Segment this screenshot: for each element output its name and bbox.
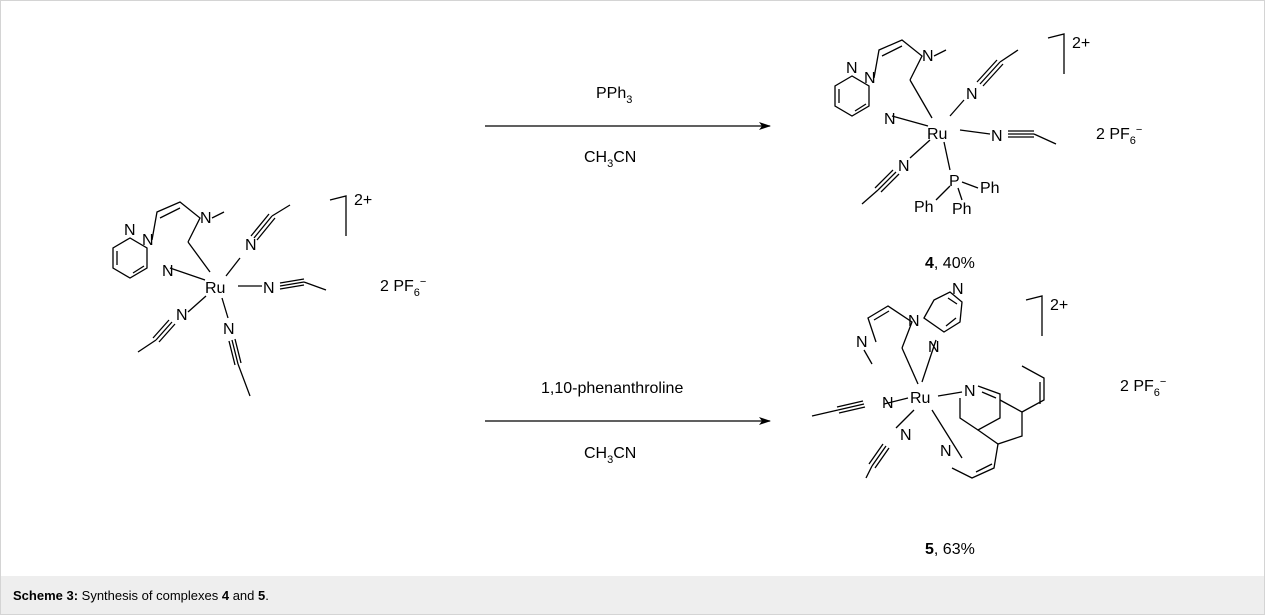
caption-compound-number: 4 (221, 588, 230, 603)
reaction-arrow-2: 1,10-phenanthroline CH3CN (485, 380, 771, 466)
atom-n: N (940, 443, 952, 460)
caption-text: Synthesis of complexes (78, 588, 222, 603)
atom-ph: Ph (952, 201, 972, 218)
atom-n: N (928, 339, 940, 356)
atom-n: N (908, 313, 920, 330)
counterion-label: 2 PF6− (1096, 124, 1142, 147)
product-5-label: 5, 63% (925, 541, 975, 558)
atom-n: N (900, 427, 912, 444)
counterion-label: 2 PF6− (1120, 376, 1166, 399)
atom-ph: Ph (980, 180, 1000, 197)
solvent-2: CH3CN (584, 445, 636, 466)
atom-n: N (223, 321, 235, 338)
atom-n: N (882, 395, 894, 412)
product-4-label: 4, 40% (925, 255, 975, 272)
counterion-label: 2 PF6− (380, 276, 426, 299)
atom-n: N (245, 237, 257, 254)
atom-n: N (176, 307, 188, 324)
atom-n: N (263, 280, 275, 297)
caption-text: . (265, 588, 269, 603)
reaction-scheme: N N N N Ru N N N N 2+ 2 PF6− PPh3 CH3CN … (112, 33, 1166, 558)
atom-ru: Ru (927, 126, 947, 143)
solvent-1: CH3CN (584, 149, 636, 170)
caption-text: and (229, 588, 258, 603)
reagent-1: PPh3 (596, 85, 632, 106)
atom-n: N (162, 263, 174, 280)
atom-n: N (124, 222, 136, 239)
caption-label: Scheme 3: (13, 588, 79, 603)
charge-label: 2+ (354, 192, 372, 209)
atom-n: N (856, 334, 868, 351)
atom-p: P (949, 173, 960, 190)
atom-ru: Ru (910, 390, 930, 407)
atom-n: N (966, 86, 978, 103)
starting-complex: N N N N Ru N N N N 2+ 2 PF6− (112, 192, 426, 397)
charge-label: 2+ (1050, 297, 1068, 314)
atom-ph: Ph (914, 199, 934, 216)
atom-n: N (864, 70, 876, 87)
product-5-structure: N N N N Ru N N N N 2+ 2 PF6− (811, 281, 1166, 479)
atom-n: N (884, 111, 896, 128)
caption-compound-number: 5 (258, 588, 266, 603)
atom-n: N (846, 60, 858, 77)
atom-n: N (200, 210, 212, 227)
atom-n: N (898, 158, 910, 175)
atom-ru: Ru (205, 280, 225, 297)
product-4-structure: N N N N Ru N N N P Ph Ph Ph 2+ 2 PF6− (834, 33, 1142, 218)
atom-n: N (964, 383, 976, 400)
caption-bar: Scheme 3: Synthesis of complexes 4 and 5… (1, 576, 1264, 614)
scheme-caption: Scheme 3: Synthesis of complexes 4 and 5… (13, 588, 269, 603)
atom-n: N (991, 128, 1003, 145)
reaction-arrow-1: PPh3 CH3CN (485, 85, 771, 170)
reagent-2: 1,10-phenanthroline (541, 380, 683, 397)
charge-label: 2+ (1072, 35, 1090, 52)
atom-n: N (952, 281, 964, 298)
atom-n: N (922, 48, 934, 65)
atom-n: N (142, 232, 154, 249)
